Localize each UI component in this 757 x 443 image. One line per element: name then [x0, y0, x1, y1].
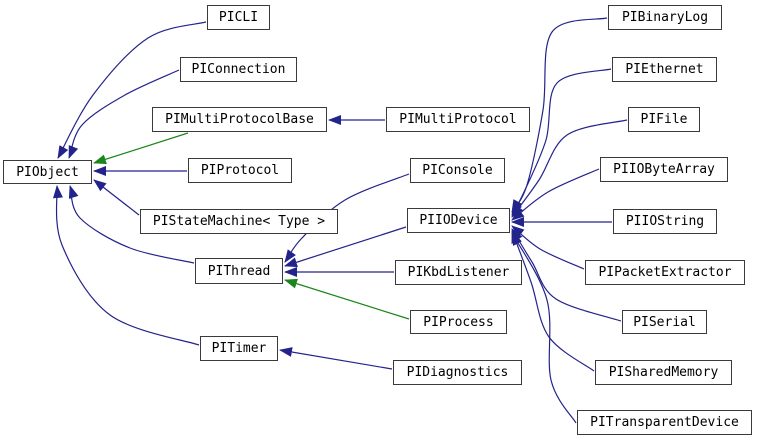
node-PIThread[interactable]: PIThread	[195, 258, 283, 284]
node-PIDiagnostics[interactable]: PIDiagnostics	[393, 360, 522, 385]
edge-PICLI-to-PIObject	[57, 21, 207, 159]
edge-PIMultiProtocolBase-to-PIObject	[93, 132, 189, 165]
node-PISharedMemory[interactable]: PISharedMemory	[595, 360, 732, 385]
node-PIObject[interactable]: PIObject	[3, 160, 92, 184]
edge-PIProcess-to-PIThread	[284, 278, 410, 320]
node-PIBinaryLog[interactable]: PIBinaryLog	[608, 5, 722, 30]
node-PIEthernet[interactable]: PIEthernet	[612, 57, 717, 82]
node-PICLI[interactable]: PICLI	[207, 5, 270, 30]
edge-PIEthernet-to-PIIODevice	[511, 68, 612, 216]
node-PIMultiProtocolBase[interactable]: PIMultiProtocolBase	[152, 107, 327, 132]
node-PIStateMachine[interactable]: PIStateMachine< Type >	[140, 209, 338, 234]
edge-PIThread-to-PIObject	[68, 185, 195, 264]
edge-PITimer-to-PIObject	[52, 185, 200, 346]
edge-PIConnection-to-PIObject	[68, 69, 180, 159]
edge-PIDiagnostics-to-PITimer	[279, 347, 393, 370]
node-PIConnection[interactable]: PIConnection	[180, 57, 297, 82]
edge-PIStateMachine-to-PIObject	[93, 179, 140, 216]
node-PIMultiProtocol[interactable]: PIMultiProtocol	[386, 107, 530, 132]
edge-PITransparentDevice-to-PIIODevice	[511, 232, 577, 424]
node-PITimer[interactable]: PITimer	[200, 336, 278, 361]
node-PIConsole[interactable]: PIConsole	[410, 158, 505, 183]
edge-PIFile-to-PIIODevice	[511, 119, 628, 218]
node-PIPacketExtractor[interactable]: PIPacketExtractor	[585, 260, 745, 285]
node-PIFile[interactable]: PIFile	[628, 107, 700, 132]
edge-PIIOByteArray-to-PIIODevice	[511, 168, 600, 221]
node-PIProcess[interactable]: PIProcess	[410, 310, 507, 334]
edge-PISharedMemory-to-PIIODevice	[511, 230, 595, 372]
node-PIIODevice[interactable]: PIIODevice	[407, 208, 510, 233]
node-PISerial[interactable]: PISerial	[622, 310, 707, 334]
node-PIIOString[interactable]: PIIOString	[613, 209, 717, 234]
node-PIKbdListener[interactable]: PIKbdListener	[395, 260, 522, 285]
node-PIIOByteArray[interactable]: PIIOByteArray	[600, 157, 728, 182]
node-PITransparentDevice[interactable]: PITransparentDevice	[577, 410, 752, 435]
node-PIProtocol[interactable]: PIProtocol	[188, 158, 292, 183]
edge-PIIODevice-to-PIThread	[284, 226, 407, 268]
